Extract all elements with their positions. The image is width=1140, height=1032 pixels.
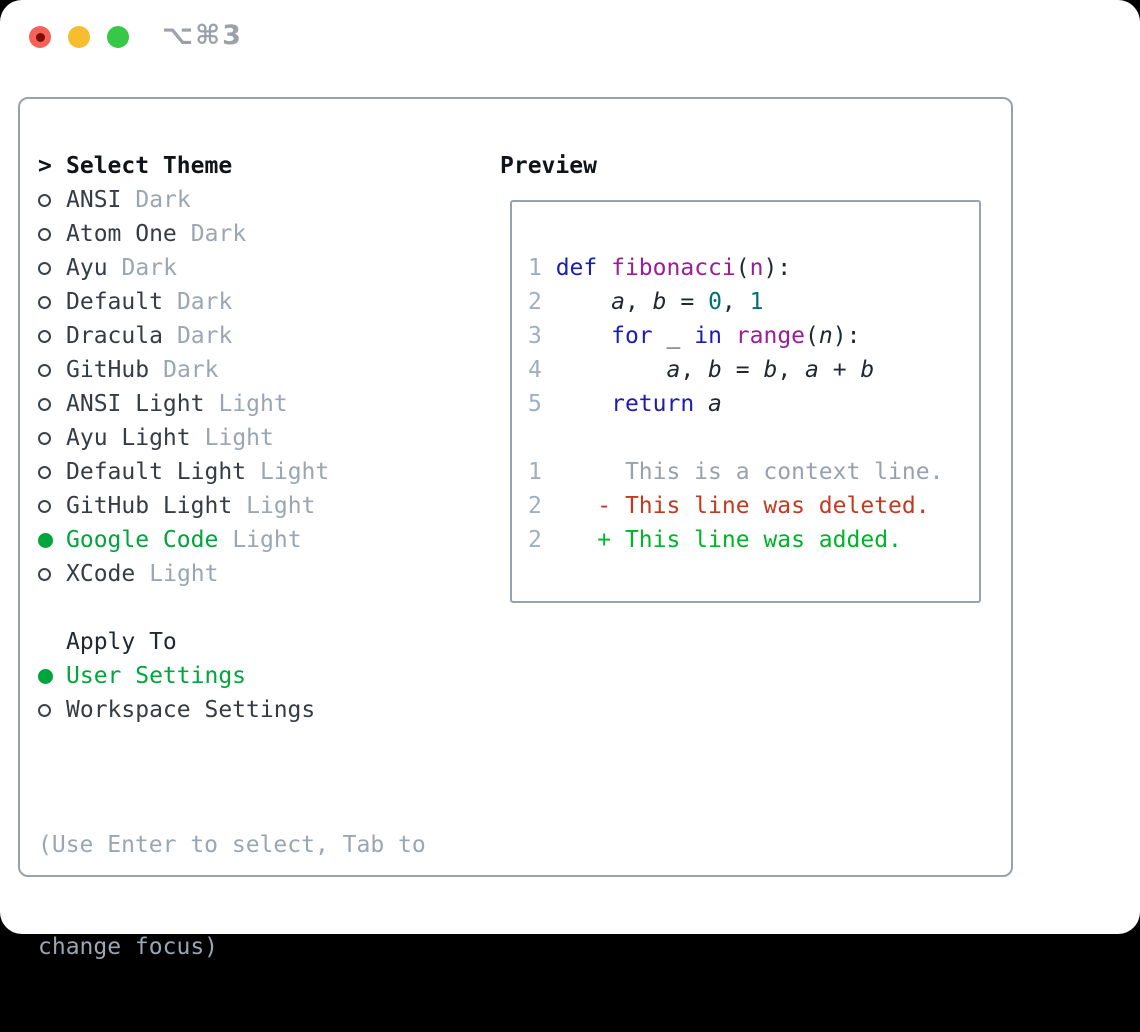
radio-unselected-icon [38,261,66,275]
theme-option-default-light[interactable]: Default Light Light [38,455,329,489]
theme-label: Default [66,289,163,315]
theme-option-ayu-dark[interactable]: Ayu Dark [38,251,329,285]
preview-heading: Preview [500,153,597,179]
radio-unselected-icon [38,227,66,241]
apply-to-label: Apply To [66,629,177,655]
apply-option-label: User Settings [66,663,247,689]
theme-variant-tag: Light [232,527,302,553]
radio-selected-icon [38,532,66,548]
theme-label: ANSI Light [66,391,205,417]
theme-variant-tag: Light [246,493,316,519]
theme-label: GitHub Light [66,493,233,519]
theme-option-ansi-light[interactable]: ANSI Light Light [38,387,329,421]
theme-selector-panel: > Select Theme ANSI Dark Atom One Dark A… [18,97,1013,960]
minimize-button[interactable] [68,26,90,48]
theme-variant-tag: Dark [190,221,247,247]
theme-variant-tag: Light [260,459,330,485]
title-bar: ⌥⌘3 [0,0,1140,74]
maximize-button[interactable] [107,26,129,48]
app-window: ⌥⌘3 > Select Theme ANSI Dark Atom One Da… [0,0,1140,960]
radio-unselected-icon [38,295,66,309]
apply-option-user-settings-selected[interactable]: User Settings [38,659,329,693]
theme-label: Dracula [66,323,163,349]
radio-unselected-icon [38,193,66,207]
theme-variant-tag: Dark [121,255,177,281]
theme-label: Atom One [66,221,177,247]
radio-unselected-icon [38,703,66,717]
theme-label: ANSI [66,187,122,213]
theme-variant-tag: Light [218,391,288,417]
theme-variant-tag: Dark [176,289,233,315]
theme-label: Google Code [66,527,219,553]
help-line-1: (Use Enter to select, Tab to [38,832,426,858]
radio-unselected-icon [38,397,66,411]
apply-option-label: Workspace Settings [66,697,316,723]
help-text: (Use Enter to select, Tab to change focu… [38,760,426,1032]
window-title: ⌥⌘3 [162,20,243,51]
theme-label: XCode [66,561,136,587]
traffic-lights [29,26,129,48]
theme-variant-tag: Dark [176,323,233,349]
radio-unselected-icon [38,431,66,445]
select-theme-heading: > Select Theme [38,149,329,183]
theme-label: GitHub [66,357,150,383]
theme-variant-tag: Dark [163,357,219,383]
theme-variant-tag: Light [149,561,219,587]
theme-label: Ayu [66,255,108,281]
unsaved-dot-icon [35,32,45,42]
radio-unselected-icon [38,499,66,513]
diff-preview: 1 This is a context line.2 - This line w… [528,459,944,553]
radio-selected-icon [38,668,66,684]
radio-unselected-icon [38,465,66,479]
radio-unselected-icon [38,363,66,377]
spacer-row [38,591,329,625]
theme-variant-tag: Light [204,425,274,451]
theme-option-dracula-dark[interactable]: Dracula Dark [38,319,329,353]
apply-to-heading: Apply To [38,625,329,659]
theme-option-default-dark[interactable]: Default Dark [38,285,329,319]
radio-unselected-icon [38,567,66,581]
theme-label: Ayu Light [66,425,191,451]
theme-variant-tag: Dark [135,187,191,213]
theme-option-xcode-light[interactable]: XCode Light [38,557,329,591]
apply-option-workspace-settings[interactable]: Workspace Settings [38,693,329,727]
theme-option-ayu-light[interactable]: Ayu Light Light [38,421,329,455]
theme-list: > Select Theme ANSI Dark Atom One Dark A… [38,149,329,727]
close-button[interactable] [29,26,51,48]
theme-option-google-code-selected[interactable]: Google Code Light [38,523,329,557]
heading-label: Select Theme [66,153,233,179]
focus-caret-icon: > [38,153,52,179]
theme-option-github-light[interactable]: GitHub Light Light [38,489,329,523]
theme-option-atom-one-dark[interactable]: Atom One Dark [38,217,329,251]
theme-option-github-dark[interactable]: GitHub Dark [38,353,329,387]
help-line-2: change focus) [38,934,219,960]
radio-unselected-icon [38,329,66,343]
theme-label: Default Light [66,459,247,485]
theme-option-ansi-dark[interactable]: ANSI Dark [38,183,329,217]
